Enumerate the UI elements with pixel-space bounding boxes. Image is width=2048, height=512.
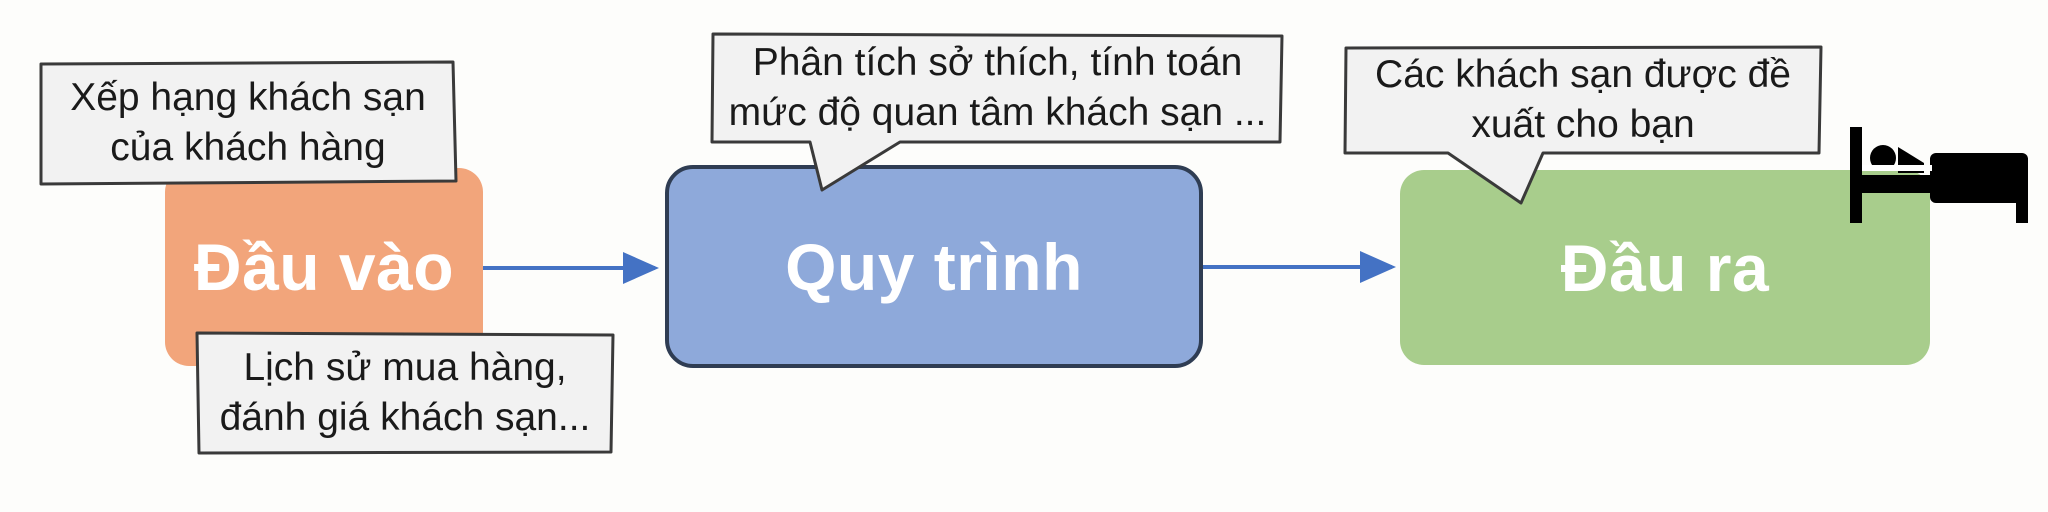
callout-line: Lịch sử mua hàng, [243, 345, 567, 389]
callout-shape [710, 32, 1284, 192]
callout-shape [195, 331, 615, 455]
callout-input-ratings: Xếp hạng khách sạn của khách hàng [38, 60, 458, 186]
callout-line: Phân tích sở thích, tính toán [752, 41, 1243, 84]
callout-line: đánh giá khách sạn... [219, 395, 591, 439]
callout-shape [39, 60, 458, 186]
callout-shape [1343, 45, 1823, 205]
process-box-label: Quy trình [785, 229, 1083, 304]
input-box-label: Đầu vào [193, 230, 455, 304]
callout-output-recommendations: Các khách sạn được đề xuất cho bạn [1343, 45, 1823, 205]
process-box: Quy trình [665, 165, 1203, 368]
callout-line: mức độ quan tâm khách sạn ... [728, 91, 1267, 134]
bed-icon [1850, 127, 2028, 223]
callout-line: của khách hàng [110, 125, 386, 169]
output-box: Đầu ra [1400, 170, 1930, 365]
callout-process-analysis: Phân tích sở thích, tính toán mức độ qua… [710, 32, 1285, 192]
output-box-label: Đầu ra [1560, 230, 1770, 305]
callout-input-history: Lịch sử mua hàng, đánh giá khách sạn... [195, 330, 615, 455]
callout-line: Xếp hạng khách sạn [70, 75, 426, 119]
callout-line: xuất cho bạn [1471, 103, 1695, 146]
callout-line: Các khách sạn được đề [1375, 53, 1791, 96]
